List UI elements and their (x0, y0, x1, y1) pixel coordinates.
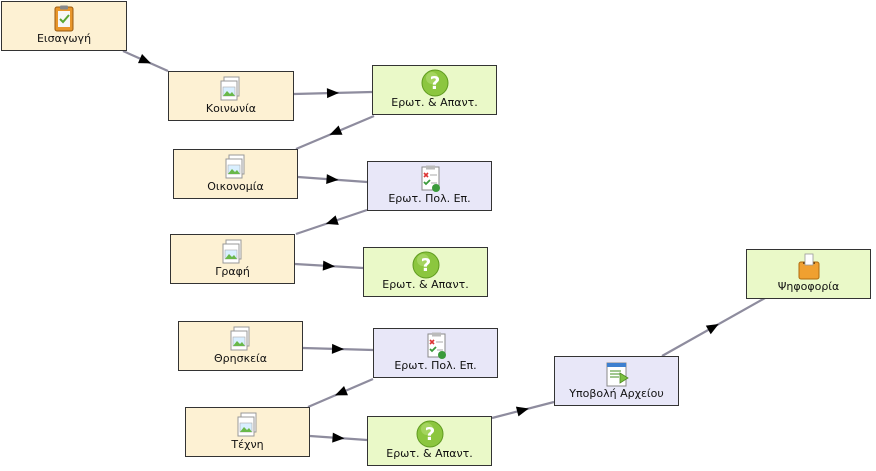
edge-arrowhead (705, 324, 719, 335)
svg-text:?: ? (424, 424, 434, 445)
activity-node[interactable]: Ψηφοφορία (746, 249, 871, 299)
edge-arrowhead (334, 386, 348, 396)
edge-arrowhead (326, 88, 339, 99)
image-page-icon (217, 75, 245, 103)
edge-arrowhead (137, 53, 151, 64)
edge-arrowhead (326, 174, 339, 185)
image-page-icon (222, 153, 250, 181)
activity-node[interactable]: Ερωτ. Πολ. Επ. (367, 161, 492, 211)
edge-arrowhead (515, 406, 529, 417)
node-label: Ψηφοφορία (777, 280, 840, 293)
image-page-icon (227, 325, 255, 353)
activity-node[interactable]: Οικονομία (173, 149, 298, 199)
ballot-box-icon (795, 253, 823, 281)
edge-arrowhead (331, 343, 344, 354)
node-label: Κοινωνία (205, 102, 257, 115)
node-label: Εισαγωγή (36, 32, 92, 45)
node-label: Τέχνη (231, 438, 264, 451)
node-label: Ερωτ. Πολ. Επ. (388, 192, 471, 205)
activity-node[interactable]: Τέχνη (185, 407, 310, 457)
node-label: Θρησκεία (214, 352, 267, 365)
node-label: Υποβολή Αρχείου (569, 387, 664, 400)
activity-node[interactable]: Υποβολή Αρχείου (554, 356, 679, 406)
checklist-icon (422, 332, 450, 360)
node-label: Ερωτ. & Απαντ. (386, 447, 473, 460)
activity-node[interactable]: Εισαγωγή (1, 1, 127, 51)
question-icon: ? (412, 251, 440, 279)
svg-text:?: ? (420, 255, 430, 276)
node-label: Ερωτ. Πολ. Επ. (394, 359, 477, 372)
clipboard-icon (50, 5, 78, 33)
activity-node[interactable]: Ερωτ. Πολ. Επ. (373, 328, 498, 378)
edge-arrowhead (329, 125, 343, 135)
activity-node[interactable]: Κοινωνία (168, 71, 294, 121)
node-label: Γραφή (215, 265, 250, 278)
activity-node[interactable]: Θρησκεία (178, 321, 303, 371)
image-page-icon (234, 411, 262, 439)
question-icon: ? (416, 420, 444, 448)
activity-node[interactable]: ? Ερωτ. & Απαντ. (367, 416, 492, 466)
node-label: Οικονομία (207, 180, 264, 193)
activity-node[interactable]: ? Ερωτ. & Απαντ. (372, 65, 497, 115)
image-page-icon (219, 238, 247, 266)
edge-arrowhead (325, 215, 339, 225)
node-label: Ερωτ. & Απαντ. (382, 278, 469, 291)
activity-node[interactable]: ? Ερωτ. & Απαντ. (363, 247, 488, 297)
edge-arrowhead (332, 432, 345, 443)
checklist-icon (416, 165, 444, 193)
question-icon: ? (421, 69, 449, 97)
activity-node[interactable]: Γραφή (170, 234, 295, 284)
node-label: Ερωτ. & Απαντ. (391, 96, 478, 109)
edge-arrowhead (322, 260, 335, 271)
svg-text:?: ? (429, 73, 439, 94)
file-submit-icon (603, 360, 631, 388)
